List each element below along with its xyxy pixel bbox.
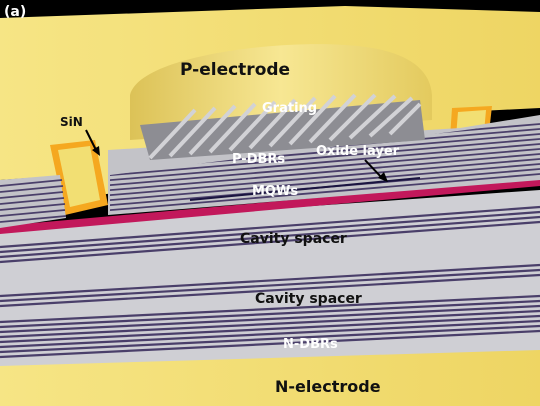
- sin-arrow: [85, 129, 97, 151]
- n-electrode-label: N-electrode: [275, 377, 381, 396]
- lower-stack: [0, 190, 540, 366]
- oxide-layer-label: Oxide layer: [316, 144, 400, 159]
- n-dbr-stripes: [0, 205, 540, 359]
- grating-label: Grating: [262, 101, 317, 116]
- mqw-layer: [0, 178, 540, 234]
- oxide-layer-line: [189, 177, 421, 201]
- cavity-spacer-1-label: Cavity spacer: [240, 231, 347, 247]
- cavity-spacer-2-label: Cavity spacer: [255, 291, 362, 307]
- panel-label: (a): [4, 4, 26, 20]
- oxide-arrow-head: [378, 172, 388, 182]
- grating: [140, 93, 425, 160]
- left-dbr-edge: [0, 175, 67, 228]
- oxide-arrow: [364, 159, 383, 179]
- left-sin-trench: [50, 140, 108, 215]
- mqws-label: MQWs: [252, 184, 298, 199]
- p-electrode-label: P-electrode: [180, 60, 290, 80]
- p-dbrs-label: P-DBRs: [232, 152, 285, 167]
- n-dbrs-label: N-DBRs: [283, 337, 338, 352]
- sin-label: SiN: [60, 115, 83, 129]
- sin-arrow-head: [92, 146, 100, 156]
- p-dbr-stack: [108, 115, 540, 215]
